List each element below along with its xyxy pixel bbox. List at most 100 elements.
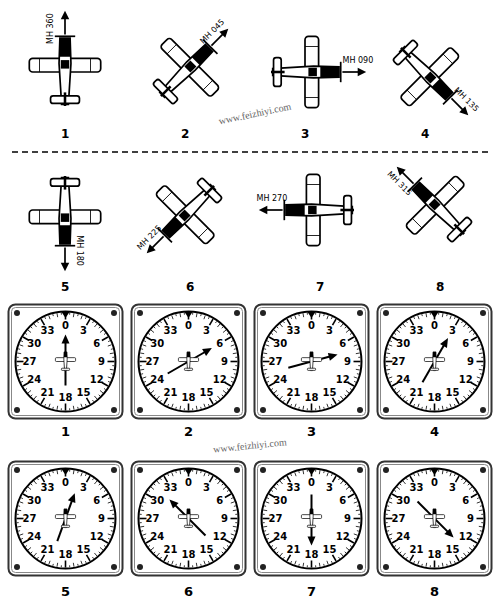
dial-number: 24 <box>150 531 164 542</box>
dial-number: 15 <box>446 387 460 398</box>
figure-number: 8 <box>430 585 439 600</box>
heading-label: MH 360 <box>45 13 54 44</box>
dial-number: 3 <box>80 482 87 493</box>
dial-number: 30 <box>396 338 410 349</box>
dial-number: 18 <box>305 549 319 560</box>
heading-label: MH 180 <box>74 235 83 266</box>
dial-number: 9 <box>344 356 351 367</box>
dial-number: 30 <box>273 338 287 349</box>
heading-label: MH 045 <box>198 17 226 45</box>
dial-number: 0 <box>185 320 192 331</box>
dial-number: 15 <box>446 544 460 555</box>
figure-number: 7 <box>316 281 324 295</box>
dial-number: 6 <box>462 338 469 349</box>
figure-number: 6 <box>184 585 193 600</box>
aircraft-symbol <box>55 352 75 371</box>
dial-number: 15 <box>200 544 214 555</box>
dial-number: 24 <box>273 374 287 385</box>
dial-number: 30 <box>27 495 41 506</box>
heading-indicator: 03691215182124273033 <box>7 303 124 420</box>
dial-number: 9 <box>467 356 474 367</box>
heading-indicator: 03691215182124273033 <box>130 303 247 420</box>
dial-number: 9 <box>221 513 228 524</box>
airplane <box>271 36 366 107</box>
dial-number: 24 <box>150 374 164 385</box>
dial-number: 12 <box>459 374 473 385</box>
dial-number: 15 <box>323 387 337 398</box>
aircraft-symbol <box>424 352 444 371</box>
aircraft-symbol <box>424 509 444 528</box>
heading-label: MH 090 <box>343 56 374 65</box>
airplane <box>136 3 254 121</box>
figure-number: 4 <box>430 425 439 440</box>
dial-number: 6 <box>462 495 469 506</box>
figure-number: 6 <box>186 281 194 295</box>
dial-number: 9 <box>98 356 105 367</box>
dial-number: 0 <box>62 320 69 331</box>
figure-number: 1 <box>61 128 69 142</box>
dial-number: 3 <box>449 325 456 336</box>
dial-number: 18 <box>182 392 196 403</box>
dial-number: 0 <box>185 477 192 488</box>
dial-number: 12 <box>213 531 227 542</box>
dial-number: 21 <box>41 544 55 555</box>
dial-number: 3 <box>326 482 333 493</box>
dial-number: 9 <box>221 356 228 367</box>
dial-number: 27 <box>269 356 283 367</box>
dial-number: 15 <box>77 544 91 555</box>
airplane <box>376 23 494 141</box>
airplane <box>29 11 100 106</box>
dial-number: 3 <box>449 482 456 493</box>
dial-number: 33 <box>287 325 301 336</box>
dial-number: 30 <box>396 495 410 506</box>
dial-number: 3 <box>326 325 333 336</box>
dial-number: 27 <box>146 513 160 524</box>
dial-number: 9 <box>344 513 351 524</box>
dial-number: 3 <box>80 325 87 336</box>
dial-number: 30 <box>273 495 287 506</box>
dial-number: 21 <box>410 544 424 555</box>
heading-indicator: 03691215182124273033 <box>253 303 370 420</box>
dial-number: 6 <box>93 495 100 506</box>
dial-number: 12 <box>336 374 350 385</box>
dial-number: 33 <box>164 325 178 336</box>
heading-indicator: 03691215182124273033 <box>253 460 370 577</box>
dial-number: 18 <box>182 549 196 560</box>
dial-number: 33 <box>287 482 301 493</box>
dial-number: 15 <box>323 544 337 555</box>
figure-number: 8 <box>436 281 444 295</box>
heading-indicator: 03691215182124273033 <box>7 460 124 577</box>
heading-indicator: 03691215182124273033 <box>130 460 247 577</box>
dial-number: 27 <box>392 513 406 524</box>
dial-number: 21 <box>164 544 178 555</box>
dial-number: 24 <box>27 531 41 542</box>
dial-number: 33 <box>410 325 424 336</box>
dial-number: 3 <box>203 325 210 336</box>
figure-number: 5 <box>61 585 70 600</box>
dial-number: 30 <box>27 338 41 349</box>
figure-number: 7 <box>307 585 316 600</box>
dial-number: 24 <box>273 531 287 542</box>
figure-number: 4 <box>421 128 429 142</box>
figure-number: 2 <box>181 128 189 142</box>
dial-number: 9 <box>467 513 474 524</box>
dial-number: 12 <box>90 374 104 385</box>
heading-label: MH 270 <box>257 194 288 203</box>
airplane <box>121 161 239 279</box>
divider-line <box>12 151 490 153</box>
aircraft-symbol <box>301 509 321 528</box>
dial-number: 18 <box>428 549 442 560</box>
dial-number: 15 <box>77 387 91 398</box>
dial-number: 0 <box>308 320 315 331</box>
dial-number: 6 <box>216 495 223 506</box>
dial-number: 0 <box>431 320 438 331</box>
heading-label: MH 135 <box>452 85 480 113</box>
airplane <box>29 176 100 271</box>
dial-number: 24 <box>396 374 410 385</box>
dial-number: 0 <box>62 477 69 488</box>
dial-number: 33 <box>410 482 424 493</box>
dial-number: 18 <box>59 392 73 403</box>
heading-label: MH 225 <box>135 223 163 251</box>
dial-number: 27 <box>392 356 406 367</box>
